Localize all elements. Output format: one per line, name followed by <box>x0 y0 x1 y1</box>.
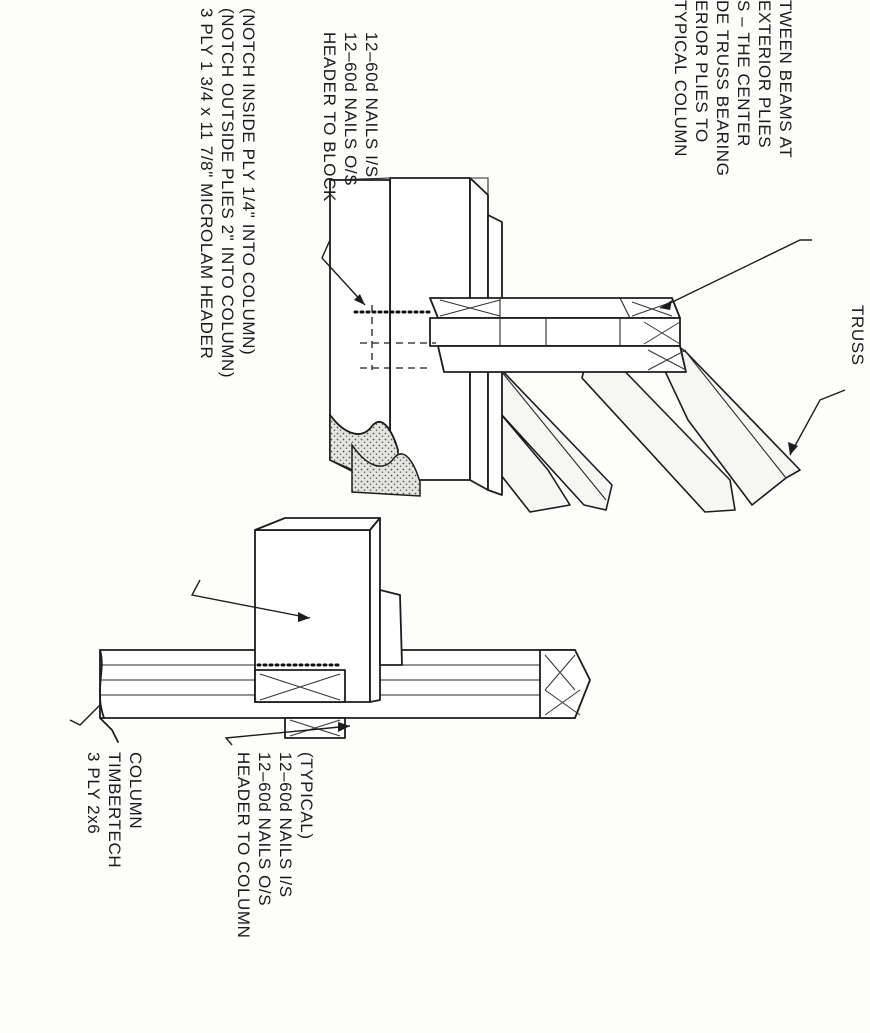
timbertech-line-2: TIMBERTECH <box>105 752 124 868</box>
note-microlam-header: 3 PLY 1 3/4 x 11 7/8" MICROLAM HEADER (N… <box>197 8 258 378</box>
note-top-line-1: TWEEN BEAMS AT <box>776 0 795 158</box>
beam-break <box>329 177 421 497</box>
timbertech-line-1: 3 PLY 2x6 <box>84 752 103 834</box>
microlam-header-line-2: (NOTCH OUTSIDE PLIES 2" INTO COLUMN) <box>218 8 237 378</box>
header-to-column-line-2: 12–60d NAILS O/S <box>255 752 274 906</box>
header-to-block-line-3: 12–60d NAILS I/S <box>362 32 381 178</box>
note-top-line-2: EXTERIOR PLIES <box>755 0 774 148</box>
hidden-lines <box>360 305 436 370</box>
upper-beam-assembly <box>329 177 801 513</box>
note-header-to-column: HEADER TO COLUMN 12–60d NAILS O/S 12–60d… <box>234 752 316 939</box>
leaders <box>69 239 846 746</box>
note-top-line-3: S – THE CENTER <box>734 0 753 147</box>
note-timbertech-column: 3 PLY 2x6 TIMBERTECH COLUMN <box>84 752 145 868</box>
header-to-column-line-1: HEADER TO COLUMN <box>234 752 253 939</box>
timbertech-line-3: COLUMN <box>126 752 145 829</box>
header-to-column-line-3: 12–60d NAILS I/S <box>276 752 295 898</box>
header-to-block-line-2: 12–60d NAILS O/S <box>341 32 360 186</box>
note-top-line-6: TYPICAL COLUMN <box>671 0 690 157</box>
column-assembly <box>98 517 591 743</box>
microlam-header-line-1: 3 PLY 1 3/4 x 11 7/8" MICROLAM HEADER <box>197 8 216 359</box>
microlam-header-line-3: (NOTCH INSIDE PLY 1/4" INTO COLUMN) <box>239 8 258 355</box>
header-to-column-line-4: (TYPICAL) <box>297 752 316 840</box>
note-top-line-5: ERIOR PLIES TO <box>692 0 711 143</box>
header-to-block-line-1: HEADER TO BLOCK <box>320 32 339 202</box>
note-header-to-block: HEADER TO BLOCK 12–60d NAILS O/S 12–60d … <box>320 32 381 202</box>
note-top-line-4: DE TRUSS BEARING <box>713 0 732 177</box>
header-plies <box>389 177 687 496</box>
truss-label: TRUSS <box>848 305 867 366</box>
note-top: TWEEN BEAMS AT EXTERIOR PLIES S – THE CE… <box>671 0 795 177</box>
note-truss: TRUSS <box>848 305 867 366</box>
